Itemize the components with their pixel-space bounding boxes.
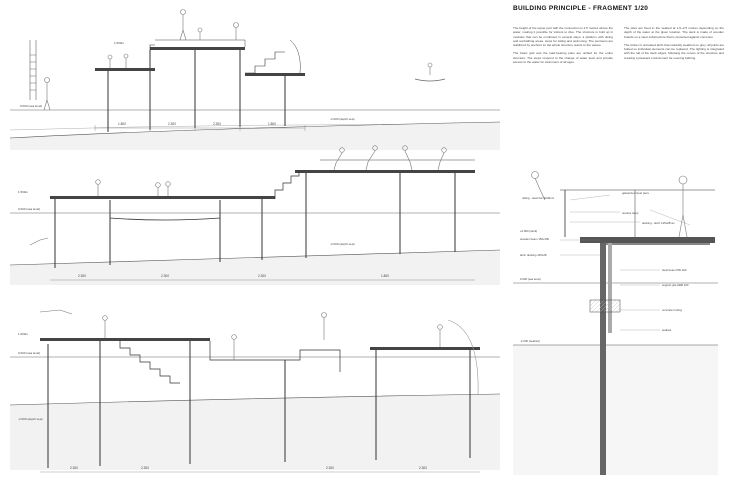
detail-label-4: decking - larch 145x28mm	[642, 221, 675, 225]
dim-s2-4: 1.800	[381, 274, 389, 278]
detail-label-2: galvanized steel piers	[622, 191, 649, 195]
detail-label-5: wooden beam 150x150	[520, 237, 550, 241]
detail-label-3: outdoor lamp	[622, 211, 639, 215]
detail-label-1: railing - steel bar 60x8mm	[522, 196, 555, 200]
level-s2-top: 1.500m	[18, 190, 29, 194]
dim-s2-1: 2.300	[78, 274, 86, 278]
dim-s2-2: 2.300	[161, 274, 169, 278]
level-detail-water: 0.000 (sea level)	[520, 277, 541, 281]
level-detail-deck: +0.900 (deck)	[520, 229, 537, 233]
paragraph: The timber is untreated larch that natur…	[624, 42, 724, 60]
section-1: 1.800 2.300 2.300 1.800 1.500m 0.000 (se…	[9, 9, 501, 150]
level-s1-seabed: -2.000 (depth sea)	[330, 117, 355, 121]
page-title: BUILDING PRINCIPLE - FRAGMENT 1/20	[513, 5, 649, 12]
dim-s1-3: 2.300	[213, 122, 221, 126]
detail-label-7: steel beam IPE 160	[662, 268, 687, 272]
dim-s1-2: 2.300	[168, 122, 176, 126]
level-s1-water: 0.000 (sea level)	[20, 104, 42, 108]
dim-s1-4: 1.800	[268, 122, 276, 126]
level-s1-top: 1.500m	[114, 41, 125, 45]
detail-section: railing - steel bar 60x8mm galvanized st…	[513, 171, 718, 475]
description-column-2: The piles are fixed in the seabed at 1.5…	[624, 26, 724, 64]
dim-s3-3: 2.300	[326, 466, 334, 470]
section-3: 2.300 2.300 2.300 2.300 1.000m 0.000 (se…	[9, 309, 501, 473]
detail-label-8: support pile HEB 160	[662, 283, 689, 287]
level-s3-water: 0.000 (sea level)	[18, 351, 40, 355]
detail-label-9: concrete footing	[662, 308, 682, 312]
dim-s2-3: 2.300	[258, 274, 266, 278]
level-s3-seabed: -2.000 (depth sea)	[18, 417, 43, 421]
level-s2-water: 0.000 (sea level)	[18, 207, 40, 211]
dim-s3-1: 2.300	[70, 466, 78, 470]
description-column-1: The height of the upper part with the co…	[513, 26, 613, 68]
dim-s3-2: 2.300	[141, 466, 149, 470]
level-s3-top: 1.000m	[18, 332, 29, 336]
paragraph: The height of the upper part with the co…	[513, 26, 613, 48]
level-s2-seabed: -2.000 (depth sea)	[330, 242, 355, 246]
level-detail-seabed: -2.000 (seabed)	[520, 339, 540, 343]
section-2: 2.300 2.300 2.300 1.800 1.500m 0.000 (se…	[9, 145, 501, 285]
paragraph: The basic grid and the load-bearing pile…	[513, 51, 613, 65]
dim-s1-1: 1.800	[118, 122, 126, 126]
detail-label-6: larch decking 145x28	[520, 253, 547, 257]
dim-s3-4: 2.300	[419, 466, 427, 470]
detail-label-10: seabed	[662, 328, 672, 332]
paragraph: The piles are fixed in the seabed at 1.5…	[624, 26, 724, 39]
